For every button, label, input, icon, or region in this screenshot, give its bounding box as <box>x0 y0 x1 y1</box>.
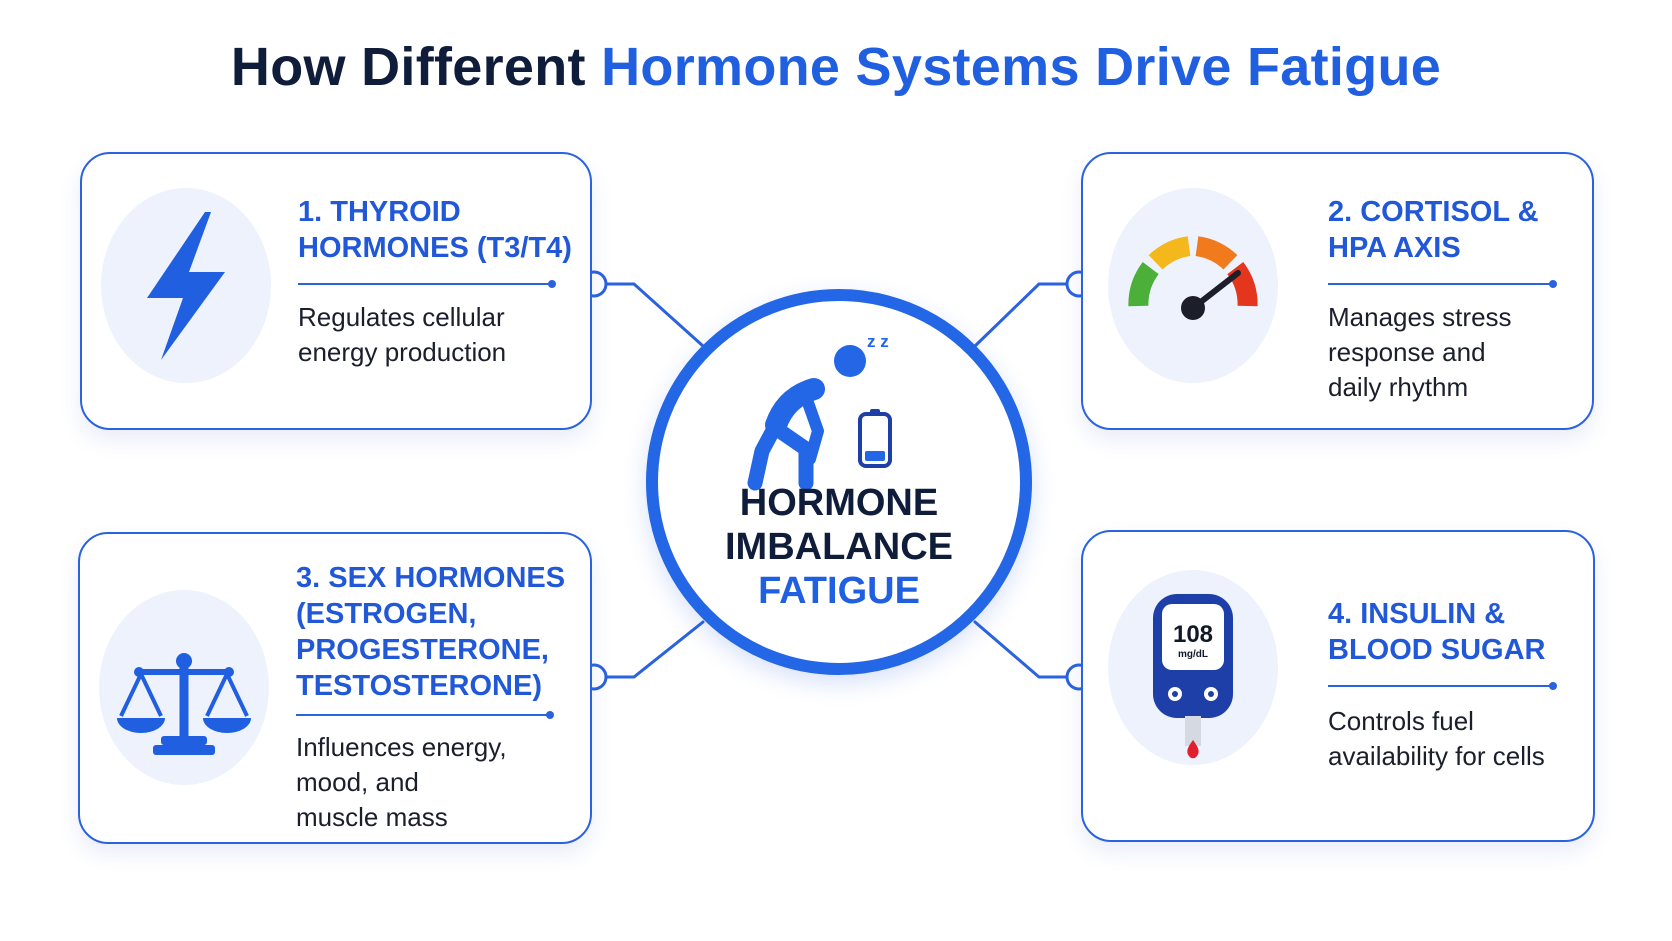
low-battery-icon <box>858 409 892 468</box>
icon-circle: 108 mg/dL <box>1108 570 1278 765</box>
card-description: Regulates cellular energy production <box>298 302 507 367</box>
icon-circle <box>99 590 269 785</box>
card-description: Controls fuel availability for cells <box>1328 706 1545 771</box>
card-divider <box>296 711 554 719</box>
tired-person-icon: z z <box>747 332 892 491</box>
lightning-bolt-icon <box>147 212 225 360</box>
gauge-meter-icon <box>1128 236 1258 320</box>
center-label-fatigue: FATIGUE <box>758 570 920 612</box>
card-cortisol: 2. CORTISOL & HPA AXIS Manages stress re… <box>1081 152 1594 430</box>
card-heading: 3. SEX HORMONES (ESTROGEN, PROGESTERONE,… <box>296 562 566 702</box>
page-title: How Different Hormone Systems Drive Fati… <box>0 36 1672 98</box>
card-heading: 2. CORTISOL & HPA AXIS <box>1328 196 1539 264</box>
center-label-imbalance: IMBALANCE <box>725 526 953 568</box>
card-divider <box>1328 280 1557 288</box>
card-thyroid: 1. THYROID HORMONES (T3/T4) Regulates ce… <box>80 152 592 430</box>
title-highlight: Hormone Systems Drive Fatigue <box>601 37 1442 97</box>
card-divider <box>298 280 556 288</box>
center-label-hormone: HORMONE <box>739 482 939 524</box>
card-description: Influences energy, mood, and muscle mass <box>296 732 507 832</box>
title-prefix: How Different <box>230 37 586 97</box>
center-hub: z z HORMONE IMBALANCE FATIGUE <box>646 289 1032 675</box>
card-description: Manages stress response and daily rhythm <box>1328 302 1512 402</box>
icon-circle <box>1108 188 1278 383</box>
glucose-meter-icon: 108 mg/dL <box>1153 594 1233 759</box>
card-insulin: 108 mg/dL 4. INSULIN & BLOOD SUGAR Contr… <box>1081 530 1595 842</box>
card-sex-hormones: 3. SEX HORMONES (ESTROGEN, PROGESTERONE,… <box>78 532 592 844</box>
meter-unit: mg/dL <box>1178 649 1208 660</box>
card-heading: 4. INSULIN & BLOOD SUGAR <box>1328 598 1546 666</box>
card-heading: 1. THYROID HORMONES (T3/T4) <box>298 196 572 264</box>
icon-circle <box>101 188 271 383</box>
sleep-z-icon: z z <box>867 332 889 351</box>
card-divider <box>1328 682 1557 690</box>
meter-reading: 108 <box>1173 621 1213 648</box>
balance-scale-icon <box>117 653 251 755</box>
